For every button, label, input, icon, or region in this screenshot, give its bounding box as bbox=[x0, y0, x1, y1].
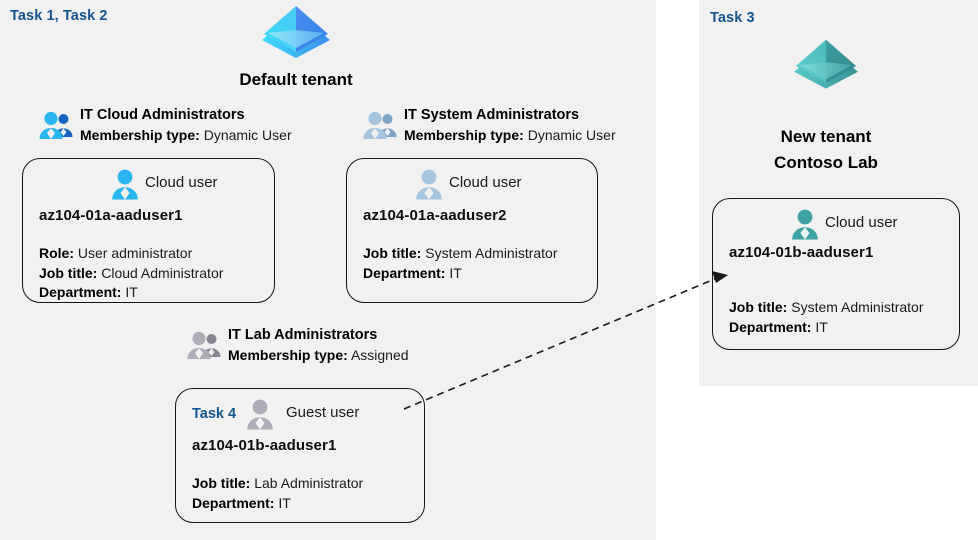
group-membership: Membership type: Assigned bbox=[228, 345, 409, 365]
guest-user-icon bbox=[246, 398, 274, 435]
username: az104-01a-aaduser2 bbox=[363, 207, 507, 224]
group-name: IT Cloud Administrators bbox=[80, 107, 245, 123]
attr-job-title-key: Job title: bbox=[192, 475, 251, 491]
attr-department-key: Department: bbox=[39, 284, 122, 300]
group-users-icon bbox=[38, 110, 74, 145]
attr-job-title-value: Cloud Administrator bbox=[101, 264, 224, 281]
attr-department: Department: IT bbox=[363, 264, 558, 284]
task-label-right: Task 3 bbox=[710, 10, 755, 26]
card-task-label: Task 4 bbox=[192, 406, 237, 422]
cloud-user-icon bbox=[791, 208, 819, 245]
card-header: Cloud user bbox=[713, 208, 959, 242]
azure-ad-tenant-icon bbox=[256, 2, 336, 73]
attr-job-title: Job title: Lab Administrator bbox=[192, 474, 363, 494]
username: az104-01b-aaduser1 bbox=[729, 244, 874, 261]
group-name: IT Lab Administrators bbox=[228, 327, 378, 343]
user-type-label: Guest user bbox=[286, 404, 360, 421]
attr-job-title: Job title: Cloud Administrator bbox=[39, 264, 223, 284]
default-tenant-label: Default tenant bbox=[239, 70, 353, 89]
attr-department-value: IT bbox=[449, 264, 462, 281]
group-users-icon bbox=[362, 110, 398, 145]
card-header: Cloud user bbox=[23, 168, 274, 202]
attr-role: Role: User administrator bbox=[39, 244, 223, 264]
attr-department-key: Department: bbox=[729, 318, 812, 335]
attr-department: Department: IT bbox=[39, 283, 223, 303]
card-header: Task 4 Guest user bbox=[176, 398, 424, 432]
group-membership-key: Membership type: bbox=[404, 127, 524, 143]
user-card-aaduser2[interactable]: Cloud user az104-01a-aaduser2 Job title:… bbox=[346, 158, 598, 303]
group-membership-key: Membership type: bbox=[80, 127, 200, 143]
group-membership-value: Assigned bbox=[350, 347, 409, 363]
attr-job-title-key: Job title: bbox=[39, 264, 98, 281]
attr-department: Department: IT bbox=[192, 494, 363, 514]
group-membership-value: Dynamic User bbox=[203, 127, 292, 143]
attr-department: Department: IT bbox=[729, 318, 924, 338]
attr-department-value: IT bbox=[278, 494, 291, 511]
attr-role-key: Role: bbox=[39, 245, 74, 261]
cloud-user-icon bbox=[111, 168, 139, 205]
new-tenant-label-line2: Contoso Lab bbox=[774, 153, 878, 172]
group-text: IT Lab Administrators Membership type: A… bbox=[228, 326, 409, 365]
attr-department-key: Department: bbox=[363, 264, 446, 281]
user-card-newtenant-aaduser1[interactable]: Cloud user az104-01b-aaduser1 Job title:… bbox=[712, 198, 960, 350]
group-membership: Membership type: Dynamic User bbox=[80, 125, 292, 145]
attr-department-value: IT bbox=[815, 318, 828, 335]
new-tenant-label: New tenant Contoso Lab bbox=[726, 124, 926, 176]
attr-role-value: User administrator bbox=[77, 245, 193, 261]
new-tenant-label-line1: New tenant bbox=[780, 127, 872, 146]
username: az104-01a-aaduser1 bbox=[39, 207, 183, 224]
user-card-guest-aaduser1[interactable]: Task 4 Guest user az104-01b-aaduser1 Job… bbox=[175, 388, 425, 523]
group-membership-value: Dynamic User bbox=[527, 127, 616, 143]
user-attributes: Role: User administrator Job title: Clou… bbox=[39, 244, 223, 303]
attr-job-title-key: Job title: bbox=[363, 245, 422, 261]
user-type-label: Cloud user bbox=[825, 214, 898, 231]
group-membership-key: Membership type: bbox=[228, 347, 348, 363]
user-attributes: Job title: System Administrator Departme… bbox=[363, 244, 558, 283]
user-type-label: Cloud user bbox=[449, 174, 522, 191]
group-name: IT System Administrators bbox=[404, 107, 580, 123]
group-text: IT Cloud Administrators Membership type:… bbox=[80, 106, 292, 145]
card-header: Cloud user bbox=[347, 168, 597, 202]
default-tenant-panel bbox=[0, 0, 656, 540]
task-label-left: Task 1, Task 2 bbox=[10, 8, 108, 24]
cloud-user-icon bbox=[415, 168, 443, 205]
attr-department-value: IT bbox=[125, 284, 138, 300]
group-users-icon bbox=[186, 330, 222, 365]
username: az104-01b-aaduser1 bbox=[192, 437, 337, 454]
user-attributes: Job title: Lab Administrator Department:… bbox=[192, 474, 363, 513]
user-type-label: Cloud user bbox=[145, 174, 218, 191]
group-text: IT System Administrators Membership type… bbox=[404, 106, 616, 145]
azure-ad-tenant-icon bbox=[788, 36, 864, 103]
user-card-aaduser1[interactable]: Cloud user az104-01a-aaduser1 Role: User… bbox=[22, 158, 275, 303]
attr-job-title-value: Lab Administrator bbox=[254, 475, 364, 491]
attr-department-key: Department: bbox=[192, 494, 275, 511]
user-attributes: Job title: System Administrator Departme… bbox=[729, 298, 924, 337]
group-membership: Membership type: Dynamic User bbox=[404, 125, 616, 145]
attr-job-title-key: Job title: bbox=[729, 299, 788, 315]
attr-job-title: Job title: System Administrator bbox=[363, 244, 558, 264]
attr-job-title-value: System Administrator bbox=[791, 299, 924, 315]
attr-job-title: Job title: System Administrator bbox=[729, 298, 924, 318]
attr-job-title-value: System Administrator bbox=[425, 245, 558, 261]
